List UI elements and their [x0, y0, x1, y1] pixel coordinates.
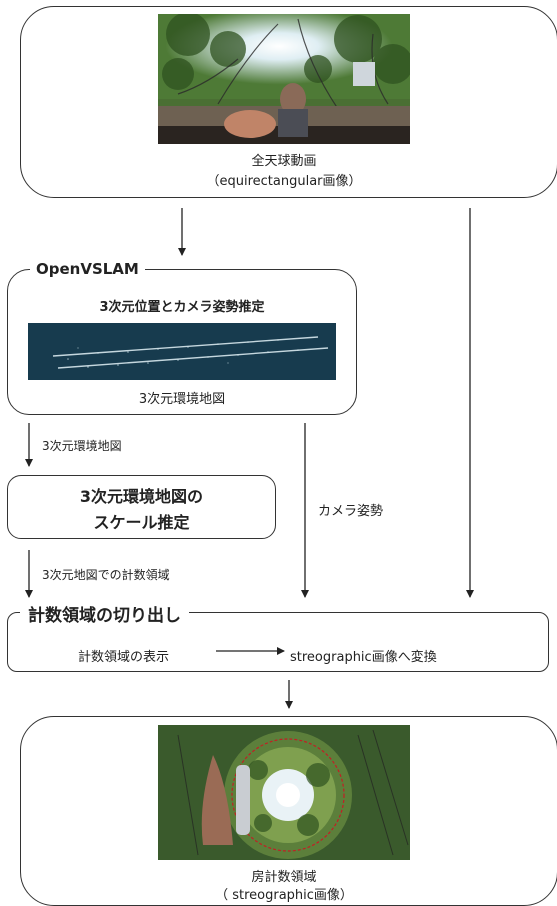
openvslam-heading: 3次元位置とカメラ姿勢推定: [99, 300, 265, 315]
scale-estimation-line2: スケール推定: [93, 513, 190, 532]
input-video-label-line2: （equirectangular画像）: [206, 174, 362, 189]
pointcloud-map-image: [28, 323, 336, 380]
openvslam-map-caption: 3次元環境地図: [138, 392, 226, 407]
stereographic-image: [158, 725, 410, 860]
output-label-line2: （ streographic画像）: [215, 888, 353, 903]
edge-label-map: 3次元環境地図: [42, 439, 122, 453]
extraction-title: 計数領域の切り出し: [20, 601, 189, 626]
scale-estimation-box: [7, 475, 276, 539]
edge-label-counting-area: 3次元地図での計数領域: [42, 568, 170, 582]
extraction-step-convert: streographic画像へ変換: [290, 650, 437, 665]
output-label-line1: 房計数領域: [251, 870, 317, 885]
extraction-step-display: 計数領域の表示: [78, 650, 170, 665]
equirectangular-image: [158, 14, 410, 144]
scale-estimation-line1: 3次元環境地図の: [79, 487, 204, 506]
input-video-label-line1: 全天球動画: [251, 154, 317, 169]
edge-label-camera-pose: カメラ姿勢: [318, 504, 384, 519]
openvslam-title: OpenVSLAM: [30, 260, 145, 278]
